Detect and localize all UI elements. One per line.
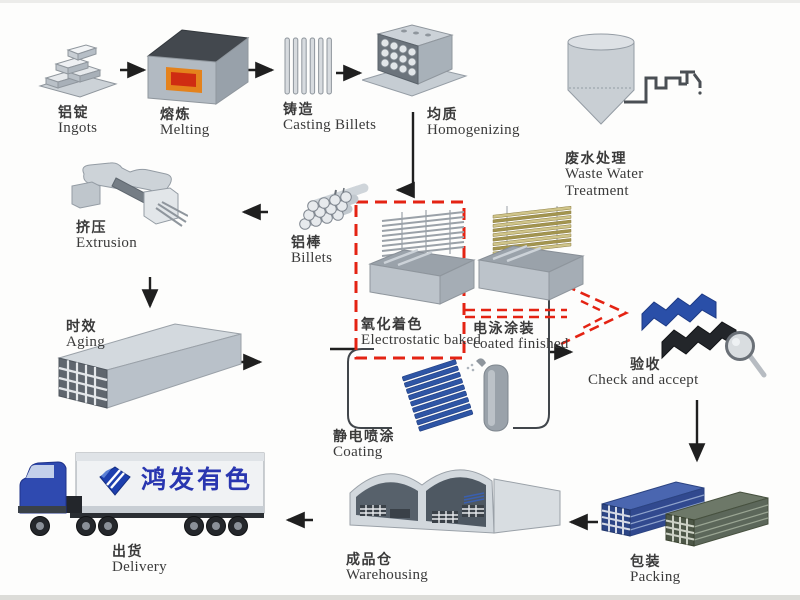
solid-flow-arrows [120, 61, 706, 531]
warehousing-label: 成品仓 Warehousing [346, 551, 428, 584]
anodizing-label: 氧化着色 Electrostatic baked [361, 316, 481, 349]
aging-oven-icon [57, 323, 242, 409]
warehousing-label-en: Warehousing [346, 567, 429, 583]
aging-label: 时效 Aging [66, 318, 105, 351]
ingots-label-zh: 铝锭 [58, 104, 89, 120]
homogenizing-furnace-icon [362, 24, 468, 97]
wastewater-label-zh: 废水处理 [565, 150, 627, 166]
extrusion-press-icon [71, 162, 188, 227]
packing-label-en: Packing [630, 569, 681, 585]
check-label: 验收 Check and accept [588, 356, 699, 389]
billets-label: 铝棒 Billets [291, 234, 332, 267]
ingots-label-en: Ingots [58, 120, 98, 136]
aluminium-billets-stack-icon [299, 183, 369, 230]
logo-text: 鸿发有色 [141, 467, 254, 494]
packing-label-zh: 包装 [630, 553, 661, 569]
red-dashed-arrowhead [560, 284, 630, 346]
homogenizing-label: 均质 Homogenizing [427, 106, 520, 139]
scan-edge-top [0, 0, 800, 3]
anodizing-label-en: Electrostatic baked [361, 332, 482, 348]
packed-bundles-icon [601, 481, 769, 547]
homogenizing-label-en: Homogenizing [427, 122, 520, 138]
check-label-en: Check and accept [588, 372, 699, 388]
anodizing-label-zh: 氧化着色 [361, 316, 423, 332]
wastewater-label-en1: Waste Water [565, 166, 644, 182]
billets-label-en: Billets [291, 250, 333, 266]
delivery-label-en: Delivery [112, 559, 167, 575]
delivery-label-zh: 出货 [112, 543, 143, 559]
ingots-label: 铝锭 Ingots [58, 104, 97, 137]
electrophoresis-label: 电泳涂装 coated finished [473, 320, 569, 353]
extrusion-label-zh: 挤压 [76, 219, 107, 235]
extrusion-label: 挤压 Extrusion [76, 219, 137, 252]
casting-billets-icon [284, 37, 332, 95]
casting-label-zh: 铸造 [283, 101, 314, 117]
check-and-accept-icon [641, 293, 767, 378]
electrophoresis-tank-icon [477, 206, 585, 301]
wastewater-label: 废水处理 Waste Water Treatment [565, 150, 644, 200]
casting-label-en: Casting Billets [283, 117, 377, 133]
packing-label: 包装 Packing [630, 553, 680, 586]
extrusion-label-en: Extrusion [76, 235, 138, 251]
billets-label-zh: 铝棒 [291, 234, 322, 250]
electrophoresis-label-en: coated finished [473, 336, 569, 352]
coating-label-en: Coating [333, 444, 383, 460]
melting-label-en: Melting [160, 122, 210, 138]
electrophoresis-label-zh: 电泳涂装 [473, 320, 535, 336]
logo-diamond-icon [99, 466, 131, 496]
melting-furnace-icon [146, 29, 250, 105]
aging-label-zh: 时效 [66, 318, 97, 334]
company-logo: 鸿发有色 [98, 465, 253, 497]
warehouse-icon [349, 469, 561, 534]
wastewater-tank-icon [567, 33, 702, 125]
melting-label: 熔炼 Melting [160, 106, 210, 139]
casting-label: 铸造 Casting Billets [283, 101, 376, 134]
coating-label: 静电喷涂 Coating [333, 428, 395, 461]
check-label-zh: 验收 [630, 356, 661, 372]
homogenizing-label-zh: 均质 [427, 106, 458, 122]
melting-label-zh: 熔炼 [160, 106, 191, 122]
ingots-icon [38, 44, 118, 98]
delivery-truck-icon [18, 452, 265, 536]
warehousing-label-zh: 成品仓 [346, 551, 393, 567]
wastewater-label-en2: Treatment [565, 183, 629, 199]
delivery-label: 出货 Delivery [112, 543, 167, 576]
powder-coating-icon [402, 358, 509, 432]
scan-edge-bottom [0, 595, 800, 600]
anodizing-tank-icon [368, 210, 476, 305]
red-highlight-annotation [354, 200, 630, 360]
aging-label-en: Aging [66, 334, 105, 350]
coating-label-zh: 静电喷涂 [333, 428, 395, 444]
